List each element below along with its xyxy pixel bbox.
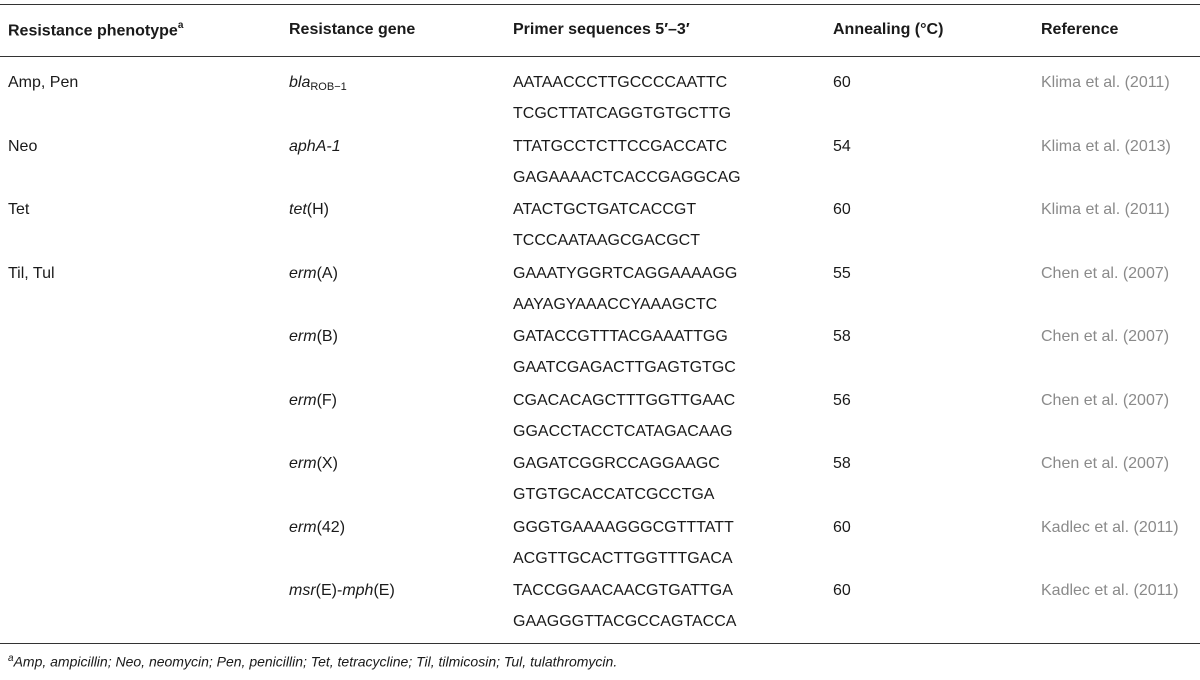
cell-reference-link[interactable]: Kadlec et al. (2011) bbox=[1041, 582, 1179, 599]
cell-gene: erm(X) bbox=[289, 454, 338, 474]
gene-variant: (B) bbox=[316, 328, 338, 345]
cell-reference-link[interactable]: Klima et al. (2013) bbox=[1041, 137, 1171, 155]
cell-annealing: 60 bbox=[833, 582, 851, 599]
table-row: msr(E)-mph(E) TACCGGAACAACGTGATTGA GAAGGGT… bbox=[0, 569, 1200, 632]
gene-name: aphA-1 bbox=[289, 137, 341, 155]
table-footnote: aAmp, ampicillin; Neo, neomycin; Pen, pe… bbox=[8, 653, 617, 670]
cell-reference-link[interactable]: Klima et al. (2011) bbox=[1041, 201, 1170, 218]
header-bottom-rule bbox=[0, 56, 1200, 57]
cell-annealing: 58 bbox=[833, 455, 851, 472]
cell-gene: erm(A) bbox=[289, 264, 338, 284]
header-phenotype-label: Resistance phenotype bbox=[8, 22, 178, 40]
cell-primer-reverse: GTGTGCACCATCGCCTGA bbox=[513, 486, 715, 503]
cell-primer-reverse: AAYAGYAAACCYAAAGCTC bbox=[513, 295, 718, 313]
gene-name: erm bbox=[289, 264, 317, 282]
gene-variant: (H) bbox=[306, 201, 330, 218]
gene-subscript: ROB−1 bbox=[310, 81, 347, 93]
cell-annealing: 54 bbox=[833, 137, 851, 155]
table-bottom-rule bbox=[0, 643, 1200, 644]
gene-name: erm bbox=[289, 518, 317, 536]
cell-reference-link[interactable]: Chen et al. (2007) bbox=[1041, 328, 1170, 345]
cell-annealing: 55 bbox=[833, 264, 851, 282]
gene-name: tet bbox=[289, 201, 307, 218]
cell-annealing: 56 bbox=[833, 391, 851, 409]
cell-gene: erm(B) bbox=[289, 327, 338, 347]
gene-name: erm bbox=[289, 391, 317, 409]
gene-variant: (X) bbox=[316, 455, 338, 472]
cell-primer-reverse: TCGCTTATCAGGTGTGCTTG bbox=[513, 105, 732, 122]
gene-name-second: mph bbox=[342, 582, 374, 599]
cell-phenotype: Til, Tul bbox=[8, 264, 55, 282]
footnote-marker: a bbox=[8, 653, 14, 664]
cell-reference-link[interactable]: Klima et al. (2011) bbox=[1041, 74, 1170, 91]
gene-name: bla bbox=[289, 74, 311, 91]
footnote-text: Amp, ampicillin; Neo, neomycin; Pen, pen… bbox=[13, 653, 618, 670]
cell-primer-forward: GGGTGAAAAGGGCGTTTATT bbox=[513, 518, 734, 536]
gene-variant: (E)- bbox=[315, 582, 343, 599]
cell-primer-forward: TTATGCCTCTTCCGACCATC bbox=[513, 137, 728, 155]
gene-variant-second: (E) bbox=[373, 582, 395, 599]
table-top-rule bbox=[0, 4, 1200, 5]
header-primers: Primer sequences 5′–3′ bbox=[513, 21, 690, 38]
table-row: Tet tet(H) ATACTGCTGATCACCGT TCCCAATAAGCGAC… bbox=[0, 188, 1200, 251]
cell-phenotype: Amp, Pen bbox=[8, 74, 79, 91]
header-gene: Resistance gene bbox=[289, 21, 416, 38]
cell-reference-link[interactable]: Chen et al. (2007) bbox=[1041, 391, 1170, 409]
cell-primer-reverse: GAAGGGTTACGCCAGTACCA bbox=[513, 613, 737, 630]
cell-phenotype: Tet bbox=[8, 201, 30, 218]
cell-reference-link[interactable]: Kadlec et al. (2011) bbox=[1041, 518, 1179, 536]
table-row: Amp, Pen blaROB−1 AATAACCCTTGCCCCAATTC TCGC… bbox=[0, 61, 1200, 124]
cell-primer-reverse: TCCCAATAAGCGACGCT bbox=[513, 232, 700, 249]
table-row: Neo aphA-1 TTATGCCTCTTCCGACCATC GAGAAAACTCA… bbox=[0, 125, 1200, 188]
cell-primer-forward: GAGATCGGRCCAGGAAGC bbox=[513, 455, 720, 472]
cell-primer-reverse: GAATCGAGACTTGAGTGTGC bbox=[513, 359, 736, 376]
cell-reference-link[interactable]: Chen et al. (2007) bbox=[1041, 455, 1170, 472]
cell-phenotype: Neo bbox=[8, 137, 38, 155]
cell-primer-reverse: GAGAAAACTCACCGAGGCAG bbox=[513, 168, 741, 186]
cell-primer-forward: CGACACAGCTTTGGTTGAAC bbox=[513, 391, 736, 409]
cell-primer-forward: ATACTGCTGATCACCGT bbox=[513, 201, 697, 218]
cell-primer-forward: GATACCGTTTACGAAATTGG bbox=[513, 328, 728, 345]
gene-variant: (F) bbox=[316, 391, 337, 409]
table-row: erm(B) GATACCGTTTACGAAATTGG GAATCGAGACTTGA… bbox=[0, 315, 1200, 378]
cell-annealing: 60 bbox=[833, 201, 851, 218]
cell-primer-forward: GAAATYGGRTCAGGAAAAGG bbox=[513, 264, 738, 282]
cell-gene: tet(H) bbox=[289, 200, 329, 220]
gene-name: erm bbox=[289, 328, 317, 345]
cell-gene: aphA-1 bbox=[289, 137, 341, 157]
header-reference: Reference bbox=[1041, 21, 1119, 38]
cell-annealing: 60 bbox=[833, 74, 851, 91]
cell-primer-forward: AATAACCCTTGCCCCAATTC bbox=[513, 74, 728, 91]
cell-annealing: 58 bbox=[833, 328, 851, 345]
cell-gene: erm(F) bbox=[289, 391, 337, 411]
cell-reference-link[interactable]: Chen et al. (2007) bbox=[1041, 264, 1170, 282]
table-row: erm(X) GAGATCGGRCCAGGAAGC GTGTGCACCATCGCCT… bbox=[0, 442, 1200, 505]
table-row: Til, Tul erm(A) GAAATYGGRTCAGGAAAAGG AAYAGY… bbox=[0, 252, 1200, 315]
gene-variant: (42) bbox=[316, 518, 346, 536]
cell-primer-reverse: GGACCTACCTCATAGACAAG bbox=[513, 422, 733, 440]
table-row: erm(42) GGGTGAAAAGGGCGTTTATT ACGTTGCACTTGG… bbox=[0, 506, 1200, 569]
cell-gene: blaROB−1 bbox=[289, 73, 347, 97]
cell-annealing: 60 bbox=[833, 518, 851, 536]
header-phenotype-footnote-marker: a bbox=[177, 20, 184, 31]
header-annealing: Annealing (°C) bbox=[833, 21, 944, 38]
gene-name: erm bbox=[289, 455, 317, 472]
cell-gene: erm(42) bbox=[289, 518, 345, 538]
table-row: erm(F) CGACACAGCTTTGGTTGAAC GGACCTACCTCATA… bbox=[0, 379, 1200, 442]
cell-primer-reverse: ACGTTGCACTTGGTTTGACA bbox=[513, 549, 733, 567]
cell-gene: msr(E)-mph(E) bbox=[289, 581, 395, 601]
cell-primer-forward: TACCGGAACAACGTGATTGA bbox=[513, 582, 733, 599]
gene-variant: (A) bbox=[316, 264, 338, 282]
gene-name: msr bbox=[289, 582, 316, 599]
header-phenotype: Resistance phenotypea bbox=[8, 20, 184, 40]
